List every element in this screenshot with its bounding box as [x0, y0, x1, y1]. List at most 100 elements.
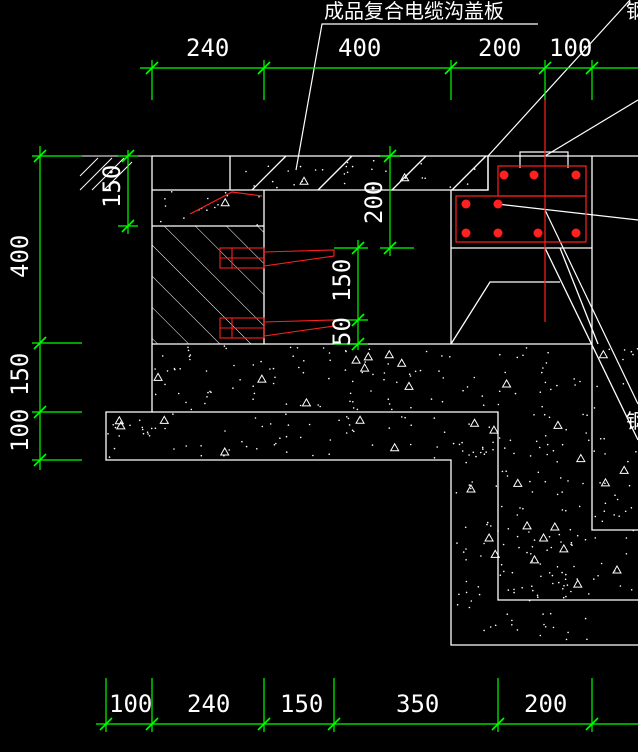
aggregate-speck [443, 431, 446, 434]
aggregate-speck [200, 445, 202, 447]
aggregate-speck [530, 553, 532, 555]
aggregate-speck [272, 382, 275, 385]
aggregate-speck [351, 380, 354, 383]
aggregate-speck [372, 159, 375, 162]
aggregate-speck [521, 586, 523, 589]
aggregate-speck [225, 347, 227, 350]
aggregate-speck [545, 362, 548, 364]
aggregate-speck [628, 484, 631, 487]
soil-hatch [79, 155, 152, 191]
aggregate-speck [260, 360, 262, 363]
aggregate-speck [401, 416, 403, 418]
aggregate-speck [548, 416, 551, 419]
aggregate-speck [586, 414, 588, 417]
aggregate-speck [533, 539, 536, 541]
aggregate-speck [526, 551, 528, 554]
aggregate-speck [438, 370, 440, 372]
aggregate-triangle [466, 483, 476, 493]
aggregate-speck [148, 435, 151, 437]
aggregate-speck [261, 425, 264, 428]
aggregate-speck [490, 525, 492, 527]
aggregate-speck [492, 441, 494, 444]
aggregate-speck [482, 404, 485, 407]
aggregate-triangle [355, 415, 365, 424]
aggregate-triangle [469, 418, 480, 427]
aggregate-speck [613, 514, 615, 516]
aggregate-speck [465, 461, 468, 464]
dimension-lines [32, 60, 638, 732]
aggregate-speck [404, 416, 406, 419]
aggregate-speck [541, 405, 543, 408]
aggregate-speck [475, 455, 477, 458]
aggregate-speck [272, 367, 275, 370]
aggregate-speck [385, 170, 387, 172]
dim-top-240: 240 [186, 34, 229, 62]
aggregate-speck [455, 492, 458, 494]
aggregate-speck [329, 439, 332, 441]
aggregate-speck [593, 450, 595, 452]
aggregate-speck [346, 416, 348, 418]
dim-bottom-100: 100 [109, 690, 152, 718]
aggregate-speck [539, 563, 542, 565]
aggregate-speck [232, 387, 234, 389]
aggregate-speck [569, 528, 572, 531]
aggregate-speck [511, 571, 514, 574]
aggregate-speck [599, 438, 602, 440]
aggregate-speck [269, 423, 272, 425]
aggregate-speck [466, 183, 469, 185]
aggregate-speck [200, 454, 203, 457]
aggregate-speck [462, 389, 464, 392]
aggregate-triangle [572, 579, 583, 588]
aggregate-speck [630, 589, 633, 591]
aggregate-speck [601, 520, 604, 523]
aggregate-speck [603, 437, 605, 440]
aggregate-speck [150, 427, 153, 430]
aggregate-triangle [575, 453, 586, 463]
aggregate-speck [112, 424, 114, 426]
aggregate-speck [468, 423, 470, 425]
aggregate-speck [189, 354, 192, 356]
aggregate-speck [559, 477, 562, 479]
aggregate-speck [317, 404, 320, 406]
aggregate-speck [586, 638, 588, 641]
aggregate-triangle [351, 355, 361, 364]
aggregate-speck [387, 363, 390, 365]
aggregate-speck [481, 395, 484, 397]
aggregate-speck [436, 446, 439, 448]
aggregate-speck [214, 206, 216, 209]
dim-inner-150-soil: 150 [98, 165, 126, 208]
aggregate-speck [256, 224, 259, 226]
aggregate-speck [635, 451, 637, 453]
aggregate-speck [483, 542, 485, 545]
aggregate-speck [449, 186, 452, 188]
aggregate-triangle [257, 374, 267, 383]
aggregate-speck [588, 593, 590, 595]
aggregate-speck [273, 444, 276, 446]
aggregate-speck [424, 177, 427, 180]
dimension-ticks [33, 61, 599, 731]
aggregate-speck [233, 364, 235, 367]
aggregate-speck [328, 453, 331, 456]
aggregate-speck [468, 606, 471, 609]
aggregate-triangle [153, 372, 163, 381]
aggregate-triangle [159, 415, 170, 424]
aggregate-speck [632, 353, 634, 356]
aggregate-speck [108, 456, 111, 458]
aggregate-speck [299, 436, 302, 439]
aggregate-speck [329, 359, 332, 362]
aggregate-speck [372, 373, 374, 376]
aggregate-speck [582, 482, 584, 485]
aggregate-speck [298, 366, 300, 369]
aggregate-speck [410, 406, 412, 409]
aggregate-speck [528, 599, 531, 602]
aggregate-speck [187, 349, 190, 352]
aggregate-speck [540, 575, 542, 578]
aggregate-speck [565, 595, 567, 598]
aggregate-speck [319, 405, 322, 408]
aggregate-speck [509, 439, 512, 442]
aggregate-speck [207, 197, 209, 200]
hatched-wall [151, 225, 265, 345]
aggregate-speck [322, 347, 325, 349]
aggregate-speck [303, 360, 305, 362]
aggregate-triangle [512, 478, 523, 487]
